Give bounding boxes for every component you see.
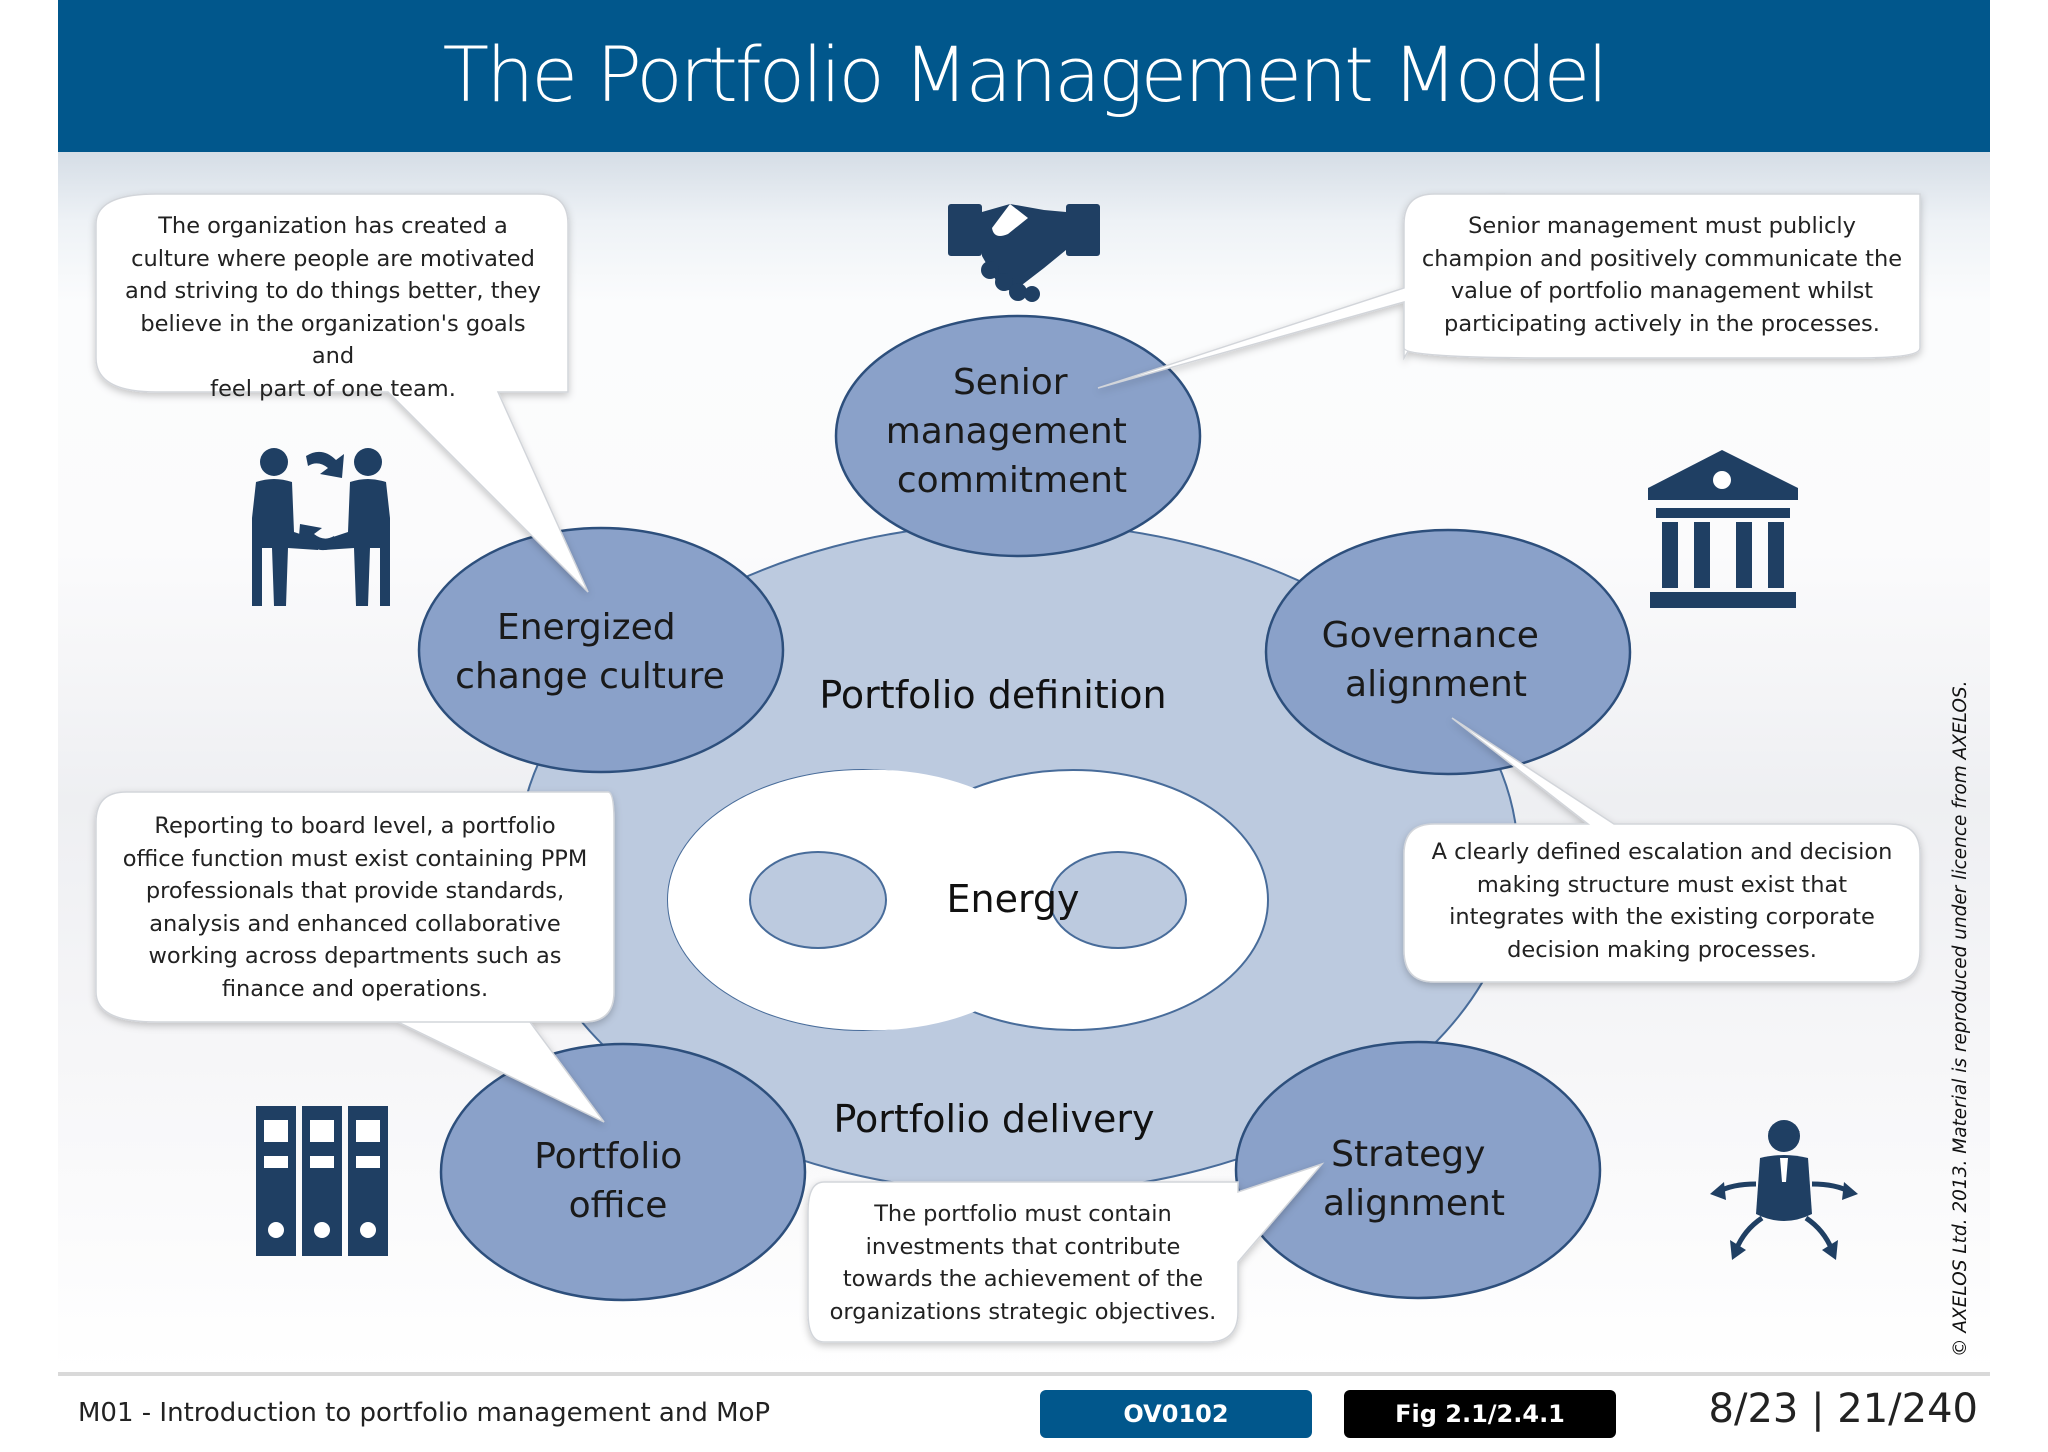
energy-label: Energy xyxy=(946,877,1079,921)
content-area: Energy Portfolio definition Portfolio de… xyxy=(58,152,1990,1372)
slide-title: The Portfolio Management Model xyxy=(442,30,1609,119)
callout-culture-shape xyxy=(95,193,589,593)
senior-line-2: management xyxy=(886,411,1127,452)
node-energized-change-culture: Energized change culture xyxy=(417,526,785,774)
svg-text:Portfolio office: Portfolio office xyxy=(534,1136,694,1226)
callout-governance: A clearly defined escalation and decisio… xyxy=(1431,839,1893,963)
module-title: M01 - Introduction to portfolio manageme… xyxy=(78,1398,771,1428)
portfolio-definition-label: Portfolio definition xyxy=(819,673,1166,717)
svg-text:Strategy alignment: Strategy alignment xyxy=(1323,1134,1505,1224)
businessman-arrows-icon xyxy=(1710,1120,1858,1260)
svg-text:Governance alignment: Governance alignment xyxy=(1322,615,1551,705)
figure-reference-badge: Fig 2.1/2.4.1 xyxy=(1344,1390,1616,1438)
svg-text:Senior management: Senior management commitment xyxy=(886,362,1139,501)
slide: The Portfolio Management Model Energy Po… xyxy=(58,0,1990,1452)
callout-strategy: The portfolio must contain investments t… xyxy=(829,1201,1217,1325)
bank-building-icon xyxy=(1648,450,1798,608)
callout-culture: The organization has created a culture w… xyxy=(125,213,541,402)
senior-line-3: commitment xyxy=(897,460,1127,501)
svg-text:Energized change cul: Energized change culture xyxy=(455,607,725,697)
callout-governance-shape xyxy=(1403,717,1921,983)
senior-line-1: Senior xyxy=(953,362,1068,403)
callout-senior-shape-main xyxy=(1097,193,1921,389)
people-exchange-icon xyxy=(252,448,390,606)
portfolio-model-diagram: Energy Portfolio definition Portfolio de… xyxy=(95,193,1921,1343)
node-portfolio-office: Portfolio office xyxy=(439,1042,807,1302)
header-bar: The Portfolio Management Model xyxy=(58,0,1990,152)
callout-senior: Senior management must publicly champion… xyxy=(1421,213,1903,337)
callout-strategy-shape xyxy=(807,1162,1325,1343)
node-senior-management: Senior management commitment xyxy=(834,314,1202,558)
callout-office: Reporting to board level, a portfolio of… xyxy=(122,813,588,1002)
callout-shapes xyxy=(95,193,1921,1343)
footer-bar: M01 - Introduction to portfolio manageme… xyxy=(58,1372,1990,1452)
callout-office-shape xyxy=(95,791,615,1123)
slide-code-badge: OV0102 xyxy=(1040,1390,1312,1438)
node-governance-alignment: Governance alignment xyxy=(1264,528,1632,776)
infinity-symbol xyxy=(667,769,1269,1031)
binders-icon xyxy=(256,1106,388,1256)
portfolio-delivery-label: Portfolio delivery xyxy=(834,1097,1155,1141)
page-indicator: 8/23 | 21/240 xyxy=(1708,1386,1978,1432)
node-strategy-alignment: Strategy alignment xyxy=(1234,1040,1602,1300)
copyright-notice: © AXELOS Ltd. 2013. Material is reproduc… xyxy=(1950,680,1971,1357)
handshake-icon xyxy=(948,204,1100,302)
